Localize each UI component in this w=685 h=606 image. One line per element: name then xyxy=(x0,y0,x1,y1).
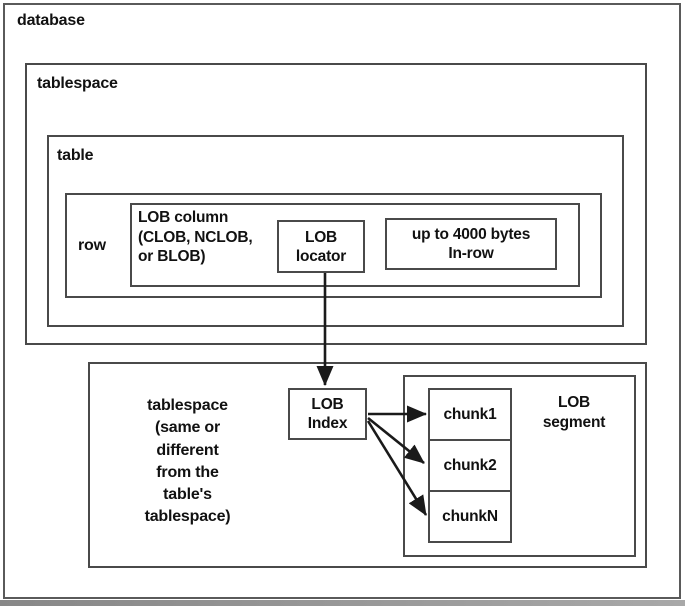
tablespace-lower-label: tablespace (same or different from the t… xyxy=(144,397,231,526)
row-label: row xyxy=(78,237,106,254)
tablespace-upper-box xyxy=(25,63,647,345)
in-row-bytes-box: up to 4000 bytes In-row xyxy=(385,218,557,270)
chunk2-label: chunk2 xyxy=(443,456,497,474)
chunk1-box: chunk1 xyxy=(430,390,510,439)
database-box xyxy=(3,3,681,599)
lob-index-box: LOB Index xyxy=(288,388,367,440)
database-label: database xyxy=(17,12,85,29)
in-row-bytes-label: up to 4000 bytes In-row xyxy=(411,226,531,262)
lob-locator-box: LOB locator xyxy=(277,220,365,273)
table-label: table xyxy=(57,147,94,164)
row-box xyxy=(65,193,602,298)
lob-locator-label: LOB locator xyxy=(295,228,347,265)
tablespace-upper-label: tablespace xyxy=(37,75,118,92)
table-box xyxy=(47,135,624,327)
chunk1-label: chunk1 xyxy=(443,405,497,423)
tablespace-lower-box xyxy=(88,362,647,568)
chunk2-box: chunk2 xyxy=(430,439,510,490)
chunkN-label: chunkN xyxy=(442,507,498,525)
chunkN-box: chunkN xyxy=(430,490,510,541)
lob-column-box xyxy=(130,203,580,287)
scan-edge-shadow xyxy=(0,600,685,606)
lob-segment-label: LOB segment xyxy=(542,394,606,431)
chunk-stack: chunk1 chunk2 chunkN xyxy=(428,388,512,543)
lob-column-label: LOB column (CLOB, NCLOB, or BLOB) xyxy=(138,209,253,265)
lob-index-label: LOB Index xyxy=(307,396,348,432)
